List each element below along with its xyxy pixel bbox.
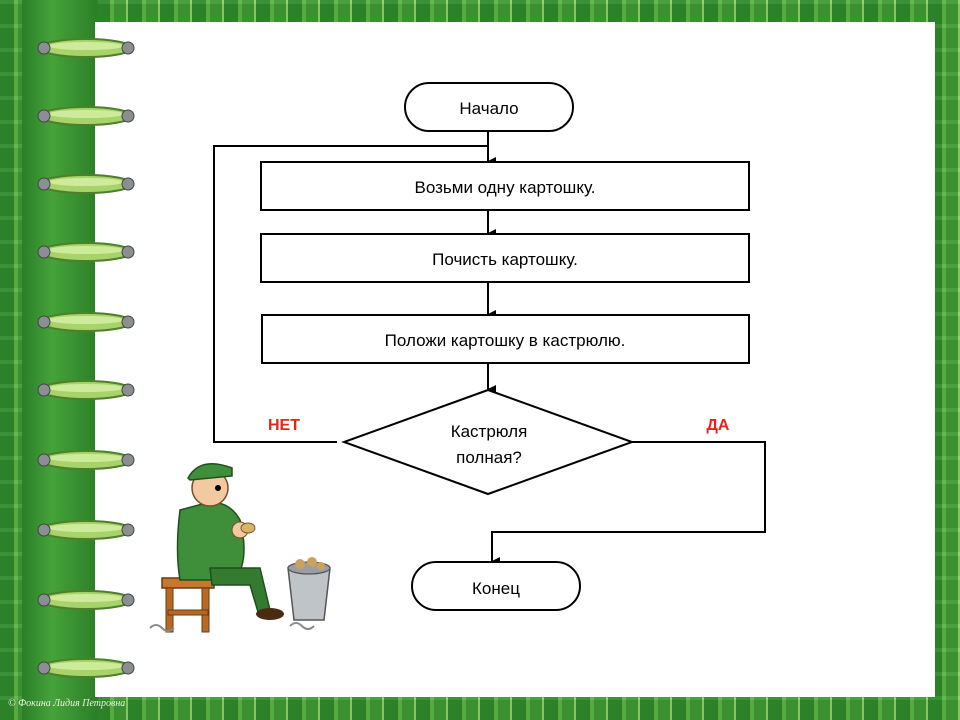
step-2-label: Почисть картошку.	[432, 250, 578, 269]
binding-ring	[36, 656, 136, 680]
binding-ring	[36, 310, 136, 334]
decision-line-2: полная?	[456, 448, 522, 467]
step-1-label: Возьми одну картошку.	[415, 178, 596, 197]
process-step-3: Положи картошку в кастрюлю.	[261, 314, 750, 364]
yes-branch-label: ДА	[707, 417, 730, 434]
binding-ring	[36, 240, 136, 264]
no-branch-label: НЕТ	[268, 417, 300, 434]
binding-ring	[36, 172, 136, 196]
binding-ring	[36, 378, 136, 402]
binding-ring	[36, 36, 136, 60]
binding-ring	[36, 518, 136, 542]
decision-diamond: Кастрюля полная?	[341, 388, 635, 496]
binding-ring	[36, 588, 136, 612]
start-label: Начало	[459, 99, 518, 118]
end-label: Конец	[472, 579, 520, 598]
step-3-label: Положи картошку в кастрюлю.	[385, 331, 626, 350]
process-step-2: Почисть картошку.	[260, 233, 750, 283]
binding-ring	[36, 104, 136, 128]
binding-ring	[36, 448, 136, 472]
soldier-peeling-potatoes-icon	[149, 463, 331, 633]
no-branch-loop-line	[213, 145, 488, 443]
start-terminator: Начало	[404, 82, 574, 132]
yes-branch-line	[491, 441, 766, 565]
decision-line-1: Кастрюля	[451, 422, 528, 441]
end-terminator: Конец	[411, 561, 581, 611]
process-step-1: Возьми одну картошку.	[260, 161, 750, 211]
copyright-text: © Фокина Лидия Петровна	[8, 698, 126, 709]
